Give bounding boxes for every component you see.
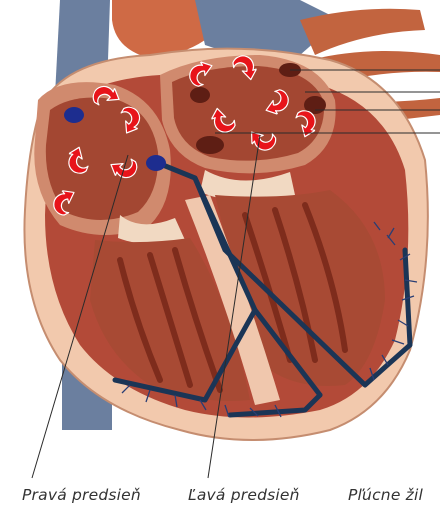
label-right-atrium: Pravá predsieň bbox=[22, 486, 141, 504]
av-node bbox=[146, 155, 166, 171]
label-left-atrium: Ľavá predsieň bbox=[188, 486, 300, 504]
sa-node bbox=[64, 107, 84, 123]
label-pulmonary-veins: Pľúcne žil bbox=[348, 486, 423, 504]
aorta bbox=[112, 0, 205, 56]
